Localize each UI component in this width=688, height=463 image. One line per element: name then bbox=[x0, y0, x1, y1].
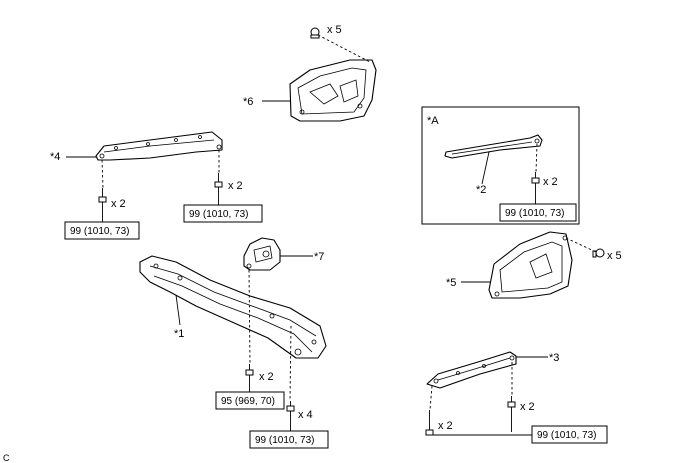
bolt-icon bbox=[531, 172, 540, 204]
qty-bolt-p4-right: x 2 bbox=[228, 180, 243, 192]
callout-2: *2 bbox=[476, 184, 486, 196]
torque-p4-left: 99 (1010, 73) bbox=[70, 226, 130, 237]
part-1-crossmember bbox=[139, 255, 327, 359]
nut-icon bbox=[592, 248, 605, 258]
torque-p3: 99 (1010, 73) bbox=[537, 430, 597, 441]
callout-5: *5 bbox=[446, 277, 456, 289]
torque-inset: 99 (1010, 73) bbox=[505, 208, 565, 219]
callout-7: *7 bbox=[314, 251, 324, 263]
callout-4: *4 bbox=[50, 151, 60, 163]
bolt-icon bbox=[425, 410, 434, 436]
qty-bolt-p7: x 2 bbox=[259, 371, 274, 383]
qty-bolt-inset: x 2 bbox=[543, 176, 558, 188]
qty-nuts-right: x 5 bbox=[607, 250, 622, 262]
qty-nuts-top: x 5 bbox=[327, 24, 342, 36]
part-2-brace bbox=[444, 134, 543, 159]
inset-label: *A bbox=[427, 115, 439, 127]
torque-p1: 99 (1010, 73) bbox=[255, 435, 315, 446]
qty-bolt-p4-left: x 2 bbox=[111, 198, 126, 210]
part-7-mount bbox=[243, 237, 281, 271]
qty-bolt-p1: x 4 bbox=[298, 409, 313, 421]
bolt-icon bbox=[98, 188, 107, 222]
bolt-icon bbox=[214, 173, 223, 205]
qty-bolt-p3-right: x 2 bbox=[520, 401, 535, 413]
bolt-icon bbox=[286, 401, 295, 431]
figure-code: C bbox=[3, 453, 10, 463]
inset-a: *A *2 x 2 99 (1010, 73) bbox=[421, 106, 580, 225]
torque-p7: 95 (969, 70) bbox=[221, 396, 275, 407]
torque-p4-right: 99 (1010, 73) bbox=[189, 209, 249, 220]
nut-icon bbox=[310, 27, 320, 39]
callout-1: *1 bbox=[174, 328, 184, 340]
part-5-cover bbox=[488, 231, 573, 299]
bolt-icon bbox=[507, 396, 516, 432]
part-3-bracket bbox=[426, 351, 517, 389]
callout-3: *3 bbox=[549, 352, 559, 364]
part-6-cover bbox=[289, 59, 377, 122]
bolt-icon bbox=[245, 364, 254, 392]
part-4-bracket bbox=[95, 131, 223, 161]
qty-bolt-p3-left: x 2 bbox=[438, 420, 453, 432]
callout-6: *6 bbox=[243, 96, 253, 108]
